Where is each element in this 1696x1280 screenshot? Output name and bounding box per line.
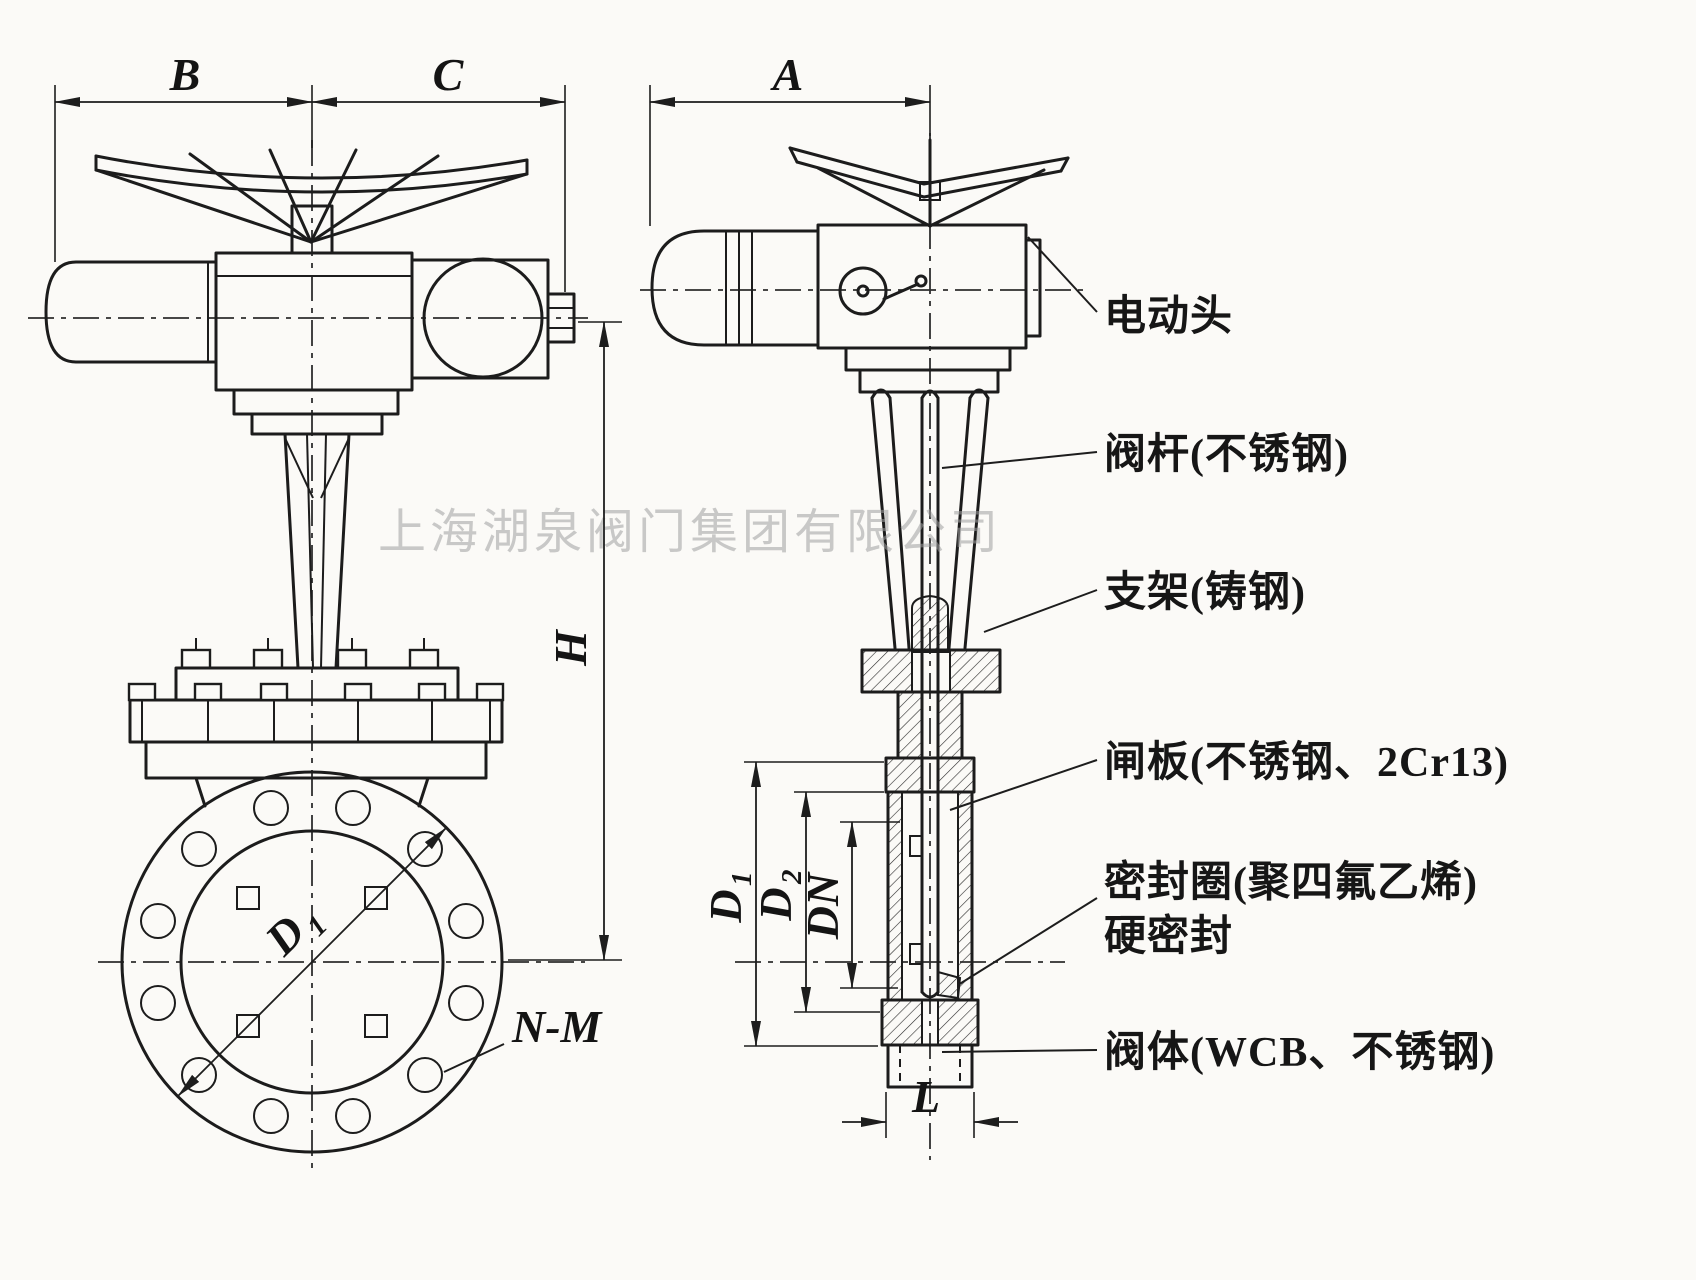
bracket-packing-side — [860, 648, 1002, 760]
dimension-n-m: N-M — [443, 1001, 604, 1073]
yoke-side — [870, 388, 990, 774]
annotation-labels: 电动头 阀杆(不锈钢) 支架(铸钢) 闸板(不锈钢、2Cr13) 密封圈(聚四氟… — [1104, 293, 1509, 1076]
side-view — [650, 138, 1070, 1089]
annotation-bracket: 支架(铸钢) — [1104, 569, 1306, 616]
annotation-seal-ring-line2: 硬密封 — [1104, 913, 1233, 960]
dim-label-b: B — [169, 49, 201, 100]
dimension-dn-side: DN — [797, 821, 900, 989]
dimension-d2-side: D 2 — [750, 791, 884, 1013]
annotation-actuator-head: 电动头 — [1104, 293, 1233, 340]
dim-label-d1-letter: D — [700, 889, 751, 923]
annotation-seal-ring-line1: 密封圈(聚四氟乙烯) — [1104, 859, 1478, 906]
dimension-h: H — [508, 321, 622, 961]
dim-label-dn: DN — [797, 871, 848, 940]
dimension-c: C — [311, 49, 566, 292]
actuator-front — [44, 251, 576, 436]
dim-label-a: A — [770, 49, 804, 100]
dim-label-d2-sub: 2 — [776, 870, 808, 886]
yoke-front — [283, 432, 351, 670]
dim-label-l: L — [911, 1071, 940, 1122]
annotation-leaders — [941, 236, 1098, 1053]
dimension-a: A — [649, 49, 931, 226]
annotation-stem: 阀杆(不锈钢) — [1104, 431, 1349, 478]
dim-label-n-m: N-M — [511, 1001, 604, 1052]
dim-label-d2-letter: D — [750, 887, 801, 921]
dimension-d1-side: D 1 — [700, 761, 884, 1047]
watermark: 上海湖泉阀门集团有限公司 — [378, 506, 1002, 559]
dim-label-h: H — [545, 629, 596, 667]
dim-label-d1-sub: 1 — [726, 872, 758, 887]
actuator-side — [650, 223, 1042, 394]
valve-body-side — [880, 756, 980, 1089]
dim-label-c: C — [433, 49, 465, 100]
bonnet-flange-front — [127, 638, 505, 780]
dimension-b: B — [54, 49, 313, 262]
annotation-gate-plate: 闸板(不锈钢、2Cr13) — [1104, 739, 1509, 786]
front-view — [44, 148, 576, 1154]
handwheel-side — [788, 138, 1070, 228]
handwheel-front — [94, 148, 529, 255]
annotation-valve-body: 阀体(WCB、不锈钢) — [1104, 1029, 1495, 1076]
dimension-l: L — [842, 1071, 1018, 1138]
